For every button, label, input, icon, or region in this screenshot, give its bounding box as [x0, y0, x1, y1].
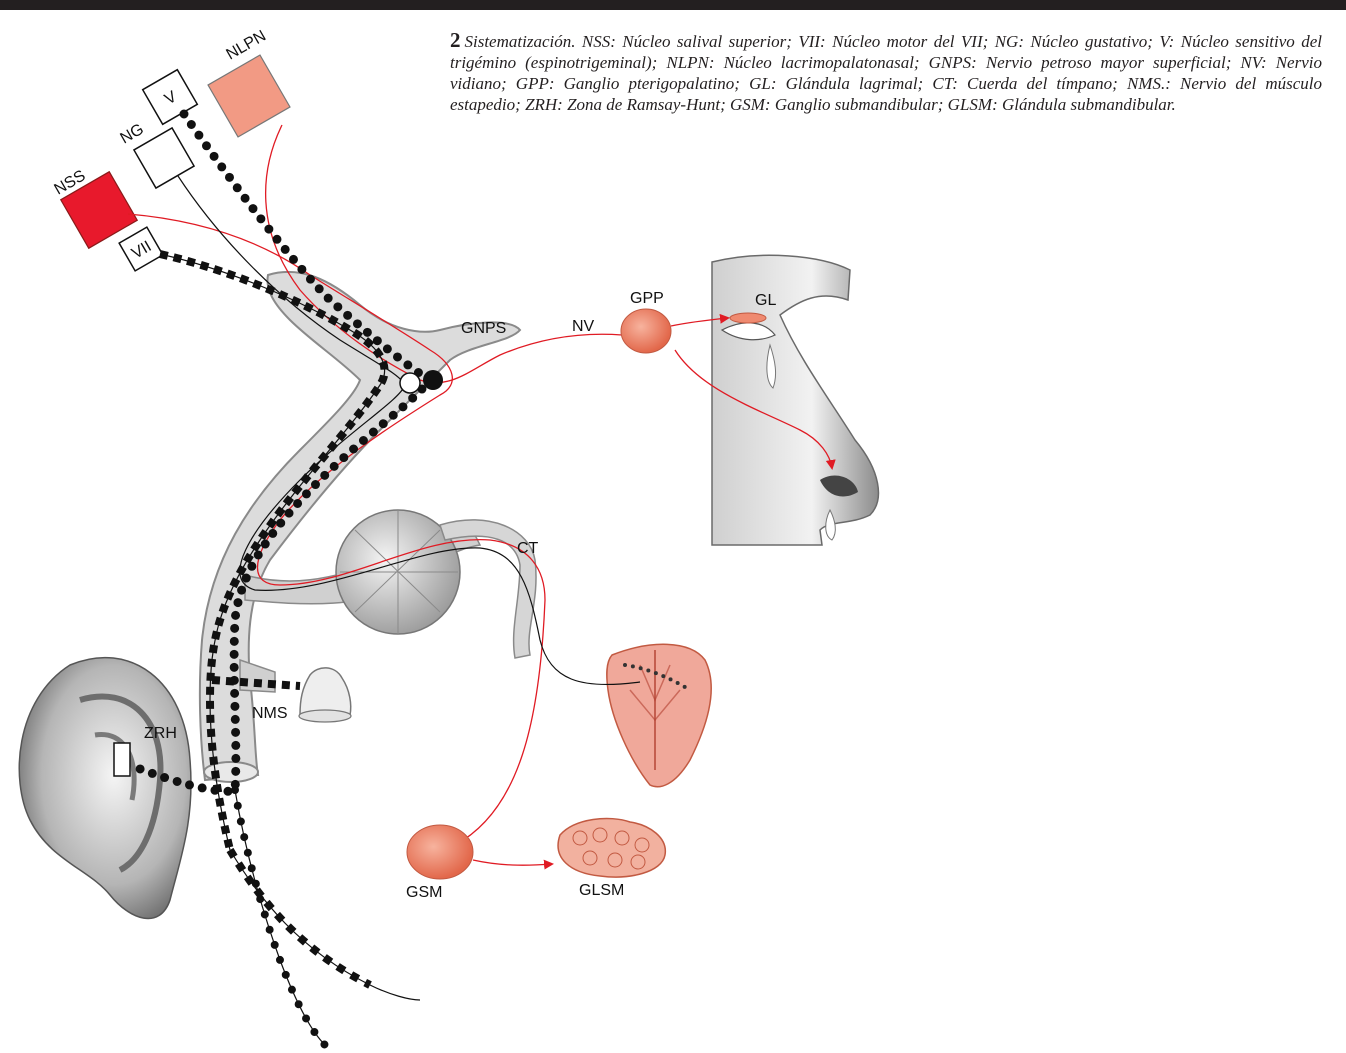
label-NMS: NMS	[252, 705, 288, 722]
gsm-to-glsm-arrow	[473, 860, 552, 865]
ear-illustration	[19, 658, 191, 919]
stapedius-illustration	[299, 668, 351, 722]
nucleus-box-NSS: NSS	[52, 167, 138, 248]
label-GSM: GSM	[406, 884, 442, 901]
label-GLSM: GLSM	[579, 882, 624, 899]
label-NG: NG	[118, 121, 147, 148]
label-GPP: GPP	[630, 290, 664, 307]
label-GL: GL	[755, 292, 776, 309]
label-CT: CT	[517, 540, 539, 557]
zrh-box	[114, 743, 130, 776]
lacrimal-gland-shape	[730, 313, 766, 323]
geniculate-open-neuron	[400, 373, 420, 393]
gpp-ganglion	[621, 309, 671, 353]
tongue-illustration	[607, 644, 711, 786]
nucleus-box-NG: NG	[118, 121, 195, 188]
nucleus-box-NLPN: NLPN	[208, 27, 290, 137]
nucleus-box-VII: VII	[119, 227, 163, 271]
geniculate-filled-neuron	[423, 370, 443, 390]
trigeminal-dots	[130, 114, 430, 791]
label-ZRH: ZRH	[144, 725, 177, 742]
label-GNPS: GNPS	[461, 320, 506, 337]
tympanic-drum-illustration	[336, 510, 536, 658]
label-NV: NV	[572, 318, 595, 335]
submandibular-gland-illustration	[558, 818, 665, 877]
gsm-ganglion	[407, 825, 473, 879]
trigeminal-dotted-pathway	[130, 114, 430, 791]
nucleus-box-V: V	[143, 70, 198, 125]
motor-tail-line	[230, 850, 420, 1000]
